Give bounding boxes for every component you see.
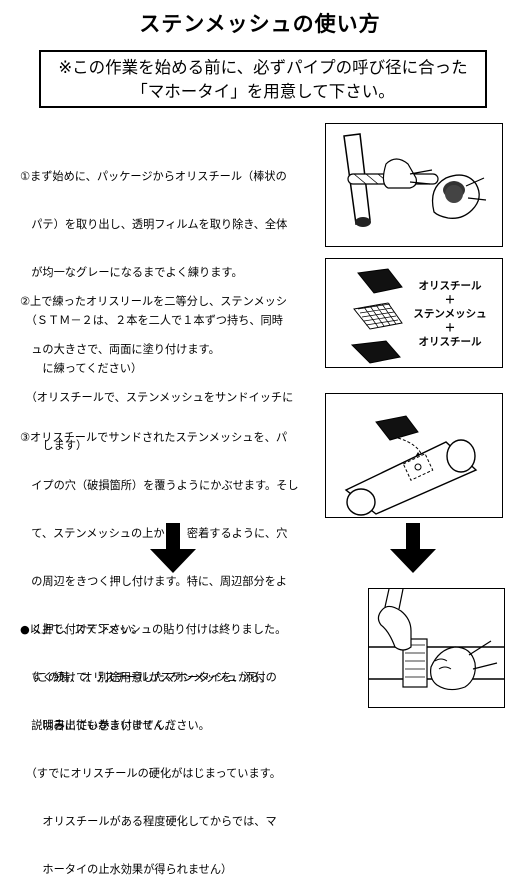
step-2-illustration: オリスチール ＋ ステンメッシュ ＋ オリスチール (325, 258, 503, 368)
step-1-line: ①まず始めに、パッケージからオリスチール（棒状の (20, 170, 287, 183)
step-3-line: （この時、オリスチールがステンメッシュから、 (20, 671, 272, 684)
step-2-text: ②上で練ったオリスリールを二等分し、ステンメッシ ュの大きさで、両面に塗り付けま… (20, 262, 293, 470)
notice-line-1: ※この作業を始める前に、必ずパイプの呼び径に合った (58, 58, 468, 77)
step-3-line: イプの穴（破損箇所）を覆うようにかぶせます。そし (20, 479, 299, 492)
notice-box: ※この作業を始める前に、必ずパイプの呼び径に合った 「マホータイ」を用意して下さ… (39, 50, 487, 108)
step-2-line: （オリスチールで、ステンメッシュをサンドイッチに (20, 391, 294, 404)
layer-label-top: オリスチール (419, 280, 482, 292)
step-3-line: く押し付けて下さい。 (20, 623, 144, 636)
final-step-line: ホータイの止水効果が得られません） (20, 863, 233, 876)
step-3-line: の周辺をきつく押し付けます。特に、周辺部分をよ (20, 575, 288, 588)
patch-on-pipe-illustration (344, 415, 478, 516)
final-step-line: 説明書に従い巻き付けてください。 (20, 719, 210, 732)
layer-label-middle: ステンメッシュ (413, 308, 486, 320)
step-1-illustration (325, 123, 503, 247)
kneading-putty-illustration (343, 133, 487, 227)
step-3-illustration (325, 393, 503, 518)
step-1-text: ①まず始めに、パッケージからオリスチール（棒状の パテ）を取り出し、透明フィルム… (20, 137, 287, 393)
step-1-line: に練ってください） (20, 362, 143, 375)
down-arrow-icon (150, 523, 196, 573)
plus-sign: ＋ (445, 294, 456, 306)
step-2-line: ュの大きさで、両面に塗り付けます。 (20, 343, 220, 356)
sandwich-layers-illustration: オリスチール ＋ ステンメッシュ ＋ オリスチール (350, 268, 487, 364)
step-2-line: します） (20, 439, 88, 452)
page-title: ステンメッシュの使い方 (139, 12, 381, 36)
mesh-layer (353, 302, 403, 330)
final-step-line: （すでにオリスチールの硬化がはじまっています。 (20, 767, 281, 780)
layer-label-bottom: オリスチール (419, 336, 482, 348)
final-step-text: ●以上で、ステンメッシュの貼り付けは終りました。 すぐ続けて、別途用意したマホー… (20, 590, 286, 894)
step-1-line: が均一なグレーになるまでよく練ります。 (20, 266, 243, 279)
final-step-line: ●以上で、ステンメッシュの貼り付けは終りました。 (20, 623, 287, 636)
down-arrow-icon (390, 523, 436, 573)
notice-line-2: 「マホータイ」を用意して下さい。 (131, 82, 395, 101)
step-2-line: ②上で練ったオリスリールを二等分し、ステンメッシ (20, 295, 288, 308)
final-step-line: すぐ続けて、別途用意したマホータイを、添付の (20, 671, 277, 684)
final-step-illustration (368, 588, 505, 708)
wrapping-tape-illustration (369, 588, 504, 691)
plus-sign: ＋ (445, 322, 456, 334)
step-3-line: て、ステンメッシュの上から、密着するように、穴 (20, 527, 288, 540)
step-1-line: （ＳＴＭ－２は、２本を二人で１本ずつ持ち、同時 (20, 314, 283, 327)
step-1-line: パテ）を取り出し、透明フィルムを取り除き、全体 (20, 218, 288, 231)
final-step-line: オリスチールがある程度硬化してからでは、マ (20, 815, 277, 828)
step-3-line: ③オリスチールでサンドされたステンメッシュを、パ (20, 431, 288, 444)
